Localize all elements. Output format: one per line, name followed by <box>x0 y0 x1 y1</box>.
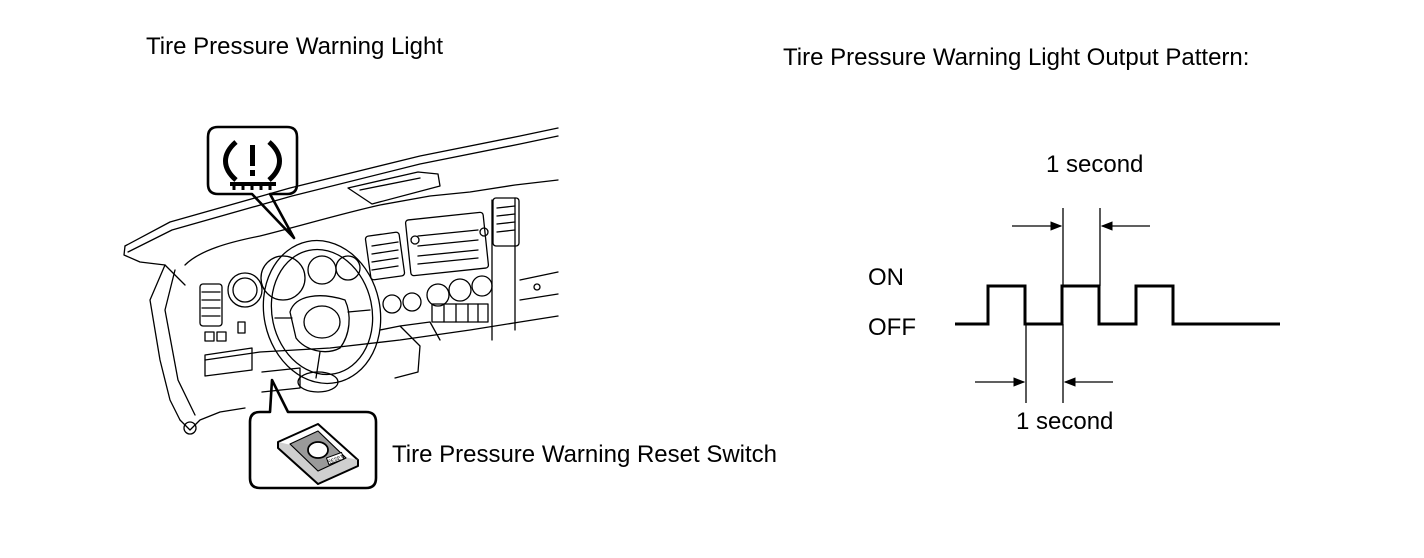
knee-bolt <box>183 421 197 435</box>
dash-left-lower <box>179 407 246 431</box>
steering-wheel-outer <box>262 239 382 385</box>
glovebox-latch <box>533 283 541 291</box>
radio-buttons <box>417 229 479 265</box>
climate-panel-grid <box>443 303 479 323</box>
upper-bin-slot <box>359 177 421 191</box>
reset-switch-callout <box>248 378 378 490</box>
climate-knob-2 <box>402 292 422 312</box>
dash-right-face <box>491 197 516 341</box>
waveform-chart <box>955 208 1280 403</box>
lower-left-trim <box>204 347 253 377</box>
warning-light-callout <box>206 125 299 240</box>
climate-knob-4 <box>448 278 472 302</box>
warning-callout-box <box>206 125 299 240</box>
reset-switch-button <box>307 441 329 459</box>
left-switch-3 <box>237 321 246 334</box>
output-pattern-title: Tire Pressure Warning Light Output Patte… <box>783 44 1250 71</box>
dash-left-wing <box>123 245 186 286</box>
off-duration-label: 1 second <box>1016 408 1114 435</box>
right-vent-slats <box>496 205 516 233</box>
steering-column <box>297 371 339 393</box>
steering-spoke-right <box>347 309 371 313</box>
warning-light-title: Tire Pressure Warning Light <box>146 33 443 60</box>
right-vent <box>492 197 520 247</box>
dash-top-edge-inner <box>127 135 559 253</box>
left-switch-1 <box>204 331 215 342</box>
on-duration-label: 1 second <box>1046 151 1144 178</box>
on-state-label: ON <box>868 264 904 291</box>
tpms-warning-icon <box>223 140 282 190</box>
radio-knob-right <box>479 227 489 237</box>
left-vent <box>199 283 223 327</box>
dash-lower-edge <box>204 315 559 361</box>
reset-switch-label: Tire Pressure Warning Reset Switch <box>392 441 778 468</box>
tpms-arc-left <box>223 140 238 182</box>
steering-hub <box>289 295 350 353</box>
gauge-left-inner <box>232 277 258 303</box>
waveform-signal-line <box>955 284 1280 326</box>
radio-knob-left <box>410 235 420 245</box>
climate-knob-3 <box>426 283 450 307</box>
gauge-left <box>227 272 263 308</box>
gauge-right-2 <box>335 255 361 281</box>
steering-horn-pad <box>303 305 341 339</box>
tpms-tread-ticks <box>232 184 272 190</box>
dash-left-column-2 <box>164 269 196 416</box>
gauge-center <box>260 255 306 301</box>
center-vent-slats <box>371 241 399 271</box>
tpms-arc-right <box>267 140 282 182</box>
dash-left-column <box>149 264 181 421</box>
left-vent-slats <box>201 291 221 317</box>
center-vent <box>364 231 406 281</box>
reset-callout-box <box>248 378 378 490</box>
lower-console <box>379 325 421 379</box>
dashboard-illustration <box>123 127 559 435</box>
reset-switch-badge-text: RESET <box>327 454 345 465</box>
lower-left-trim-2 <box>261 367 301 393</box>
climate-knob-1 <box>382 294 402 314</box>
climate-panel <box>431 303 489 323</box>
lower-console-2 <box>399 321 441 341</box>
reset-switch-icon: RESET <box>277 423 359 485</box>
climate-knob-5 <box>471 275 493 297</box>
radio-unit <box>404 211 490 277</box>
reset-switch-badge <box>325 451 345 465</box>
dash-upper-pad <box>184 179 559 266</box>
upper-bin <box>347 171 441 205</box>
steering-wheel-inner <box>270 248 374 376</box>
passenger-glovebox <box>519 271 559 301</box>
left-switch-2 <box>216 331 227 342</box>
dash-top-edge <box>124 127 559 247</box>
gauge-right-1 <box>307 255 337 285</box>
steering-spoke-bottom <box>315 351 321 379</box>
off-state-label: OFF <box>868 314 916 341</box>
